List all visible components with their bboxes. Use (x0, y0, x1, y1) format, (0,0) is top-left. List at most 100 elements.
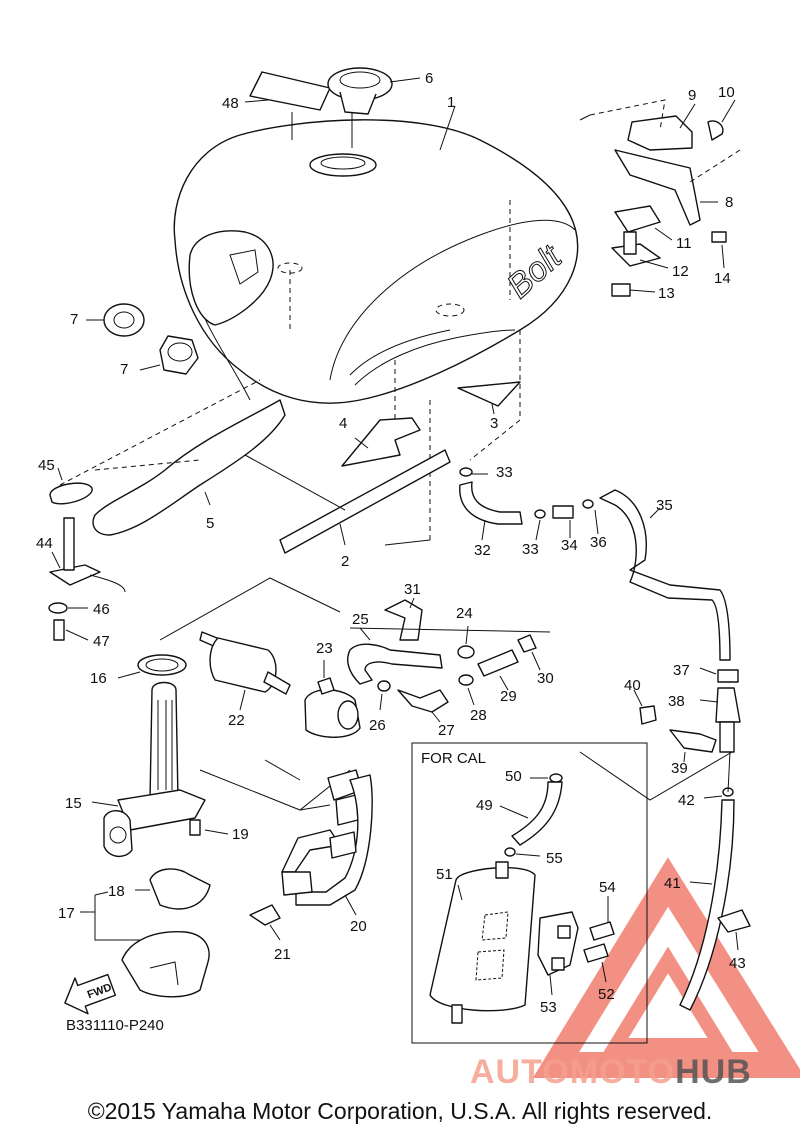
diagram-code: B331110-P240 (66, 1017, 164, 1034)
callout-33b: 33 (522, 541, 539, 558)
fwd-arrow: FWD (64, 973, 117, 1015)
callout-52: 52 (598, 986, 615, 1003)
callout-41: 41 (664, 875, 681, 892)
bolt-part-47 (53, 619, 65, 641)
copyright-notice: ©2015 Yamaha Motor Corporation, U.S.A. A… (87, 1098, 713, 1124)
callout-5: 5 (206, 515, 215, 532)
bracket-group (579, 99, 741, 297)
callout-12: 12 (672, 263, 689, 280)
callout-10: 10 (718, 84, 735, 101)
watermark-moto: MOTO (569, 1053, 676, 1091)
pad-part-4 (341, 417, 421, 467)
pipe-part-29 (477, 649, 519, 677)
callout-6: 6 (425, 70, 434, 87)
clip-part-31 (384, 599, 423, 641)
callout-21: 21 (274, 946, 291, 963)
callout-22: 22 (228, 712, 245, 729)
callout-14: 14 (714, 270, 731, 287)
pad-part-3 (457, 381, 521, 407)
callout-26: 26 (369, 717, 386, 734)
callout-30: 30 (537, 670, 554, 687)
callout-46: 46 (93, 601, 110, 618)
decal-part-48 (249, 71, 331, 111)
callout-17: 17 (58, 905, 75, 922)
callout-19: 19 (232, 826, 249, 843)
for-cal-box (411, 742, 648, 1044)
callout-55: 55 (546, 850, 563, 867)
callout-18: 18 (108, 883, 125, 900)
hose-part-25 (347, 643, 443, 685)
grommet-part-7a (86, 303, 145, 337)
callout-34: 34 (561, 537, 578, 554)
hose-assembly-part-20 (281, 769, 373, 916)
callout-43: 43 (729, 955, 746, 972)
callout-53: 53 (540, 999, 557, 1016)
callout-40: 40 (624, 677, 641, 694)
hose-part-49 (511, 781, 563, 846)
callout-38: 38 (668, 693, 685, 710)
seal-part-16 (137, 654, 187, 676)
callout-7a: 7 (70, 311, 79, 328)
callout-16: 16 (90, 670, 107, 687)
callout-49: 49 (476, 797, 493, 814)
fuel-filter-part-22 (199, 631, 291, 711)
callout-7b: 7 (120, 361, 129, 378)
clip-part-43 (717, 909, 751, 933)
sender-part-44 (49, 517, 126, 593)
callout-3: 3 (490, 415, 499, 432)
callout-1: 1 (447, 94, 456, 111)
callout-20: 20 (350, 918, 367, 935)
filter-part-38 (699, 687, 741, 753)
callout-50: 50 (505, 768, 522, 785)
callout-15: 15 (65, 795, 82, 812)
watermark-text: AUTOMOTOHUB (470, 1053, 752, 1092)
strip-part-2 (279, 449, 451, 554)
callout-13: 13 (658, 285, 675, 302)
callout-45: 45 (38, 457, 55, 474)
callout-39: 39 (671, 760, 688, 777)
oring-part-45 (49, 482, 93, 505)
callout-42: 42 (678, 792, 695, 809)
fuel-pump-part-23 (304, 660, 361, 738)
petcock-part-15 (91, 681, 229, 857)
callout-11: 11 (676, 235, 692, 252)
for-cal-label: FOR CAL (421, 750, 486, 767)
hose-part-41 (679, 799, 735, 1011)
callout-27: 27 (438, 722, 455, 739)
canister-part-51 (429, 861, 536, 1024)
callout-48: 48 (222, 95, 239, 112)
callout-23: 23 (316, 640, 333, 657)
callout-28: 28 (470, 707, 487, 724)
washer-part-46 (48, 602, 68, 614)
callout-25: 25 (352, 611, 369, 628)
hose-part-35 (599, 489, 731, 661)
fuel-tank: Bolt (173, 119, 579, 404)
cover-part-18 (149, 868, 211, 910)
callout-44: 44 (36, 535, 53, 552)
hose-part-32 (459, 481, 523, 525)
callout-31: 31 (404, 581, 421, 598)
callout-2: 2 (341, 553, 350, 570)
bolt-part-40 (639, 705, 657, 725)
clip-part-21 (249, 904, 281, 926)
callout-36: 36 (590, 534, 607, 551)
watermark-auto: AUTO (470, 1053, 570, 1091)
callout-35: 35 (656, 497, 673, 514)
joint-part-27 (397, 689, 449, 713)
side-cover-part-5 (92, 399, 286, 536)
watermark-hub: HUB (675, 1053, 752, 1091)
callout-37: 37 (673, 662, 690, 679)
callout-29: 29 (500, 688, 517, 705)
grommet-part-7b (139, 335, 199, 375)
callout-32: 32 (474, 542, 491, 559)
callout-51: 51 (436, 866, 453, 883)
callout-9: 9 (688, 87, 697, 104)
fuel-cap-part-6 (327, 67, 421, 148)
callout-8: 8 (725, 194, 734, 211)
callout-33a: 33 (496, 464, 513, 481)
callout-47: 47 (93, 633, 110, 650)
callout-24: 24 (456, 605, 473, 622)
callout-4: 4 (339, 415, 348, 432)
bracket-part-39 (669, 729, 717, 753)
